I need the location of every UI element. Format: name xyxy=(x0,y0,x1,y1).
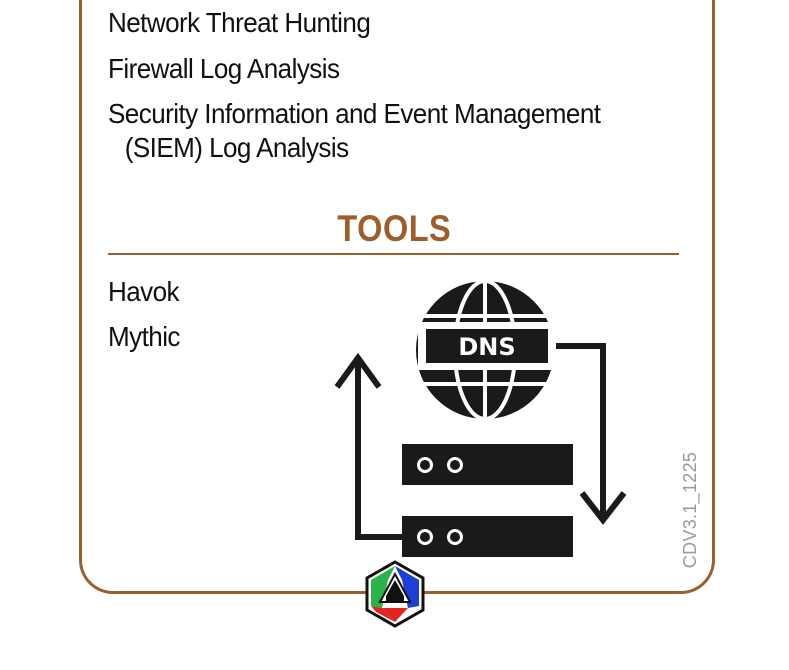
document-id: CDV3.1_1225 xyxy=(680,451,700,569)
tool-havok: Havok xyxy=(108,276,180,307)
card-frame xyxy=(79,0,715,594)
server-icon xyxy=(402,516,573,557)
globe-icon: DNS xyxy=(416,279,556,421)
skill-network-threat-hunting: Network Threat Hunting xyxy=(108,7,371,38)
server-icon xyxy=(402,444,573,485)
dns-diagram: DNS xyxy=(334,279,627,557)
skill-siem-line-1: Security Information and Event Managemen… xyxy=(108,98,601,129)
dns-label: DNS xyxy=(458,333,515,361)
arrow-down-icon xyxy=(555,343,627,525)
skill-firewall-log-analysis: Firewall Log Analysis xyxy=(108,53,340,84)
arrow-up-icon xyxy=(334,352,402,540)
tools-heading: TOOLS xyxy=(337,208,452,249)
section-divider xyxy=(108,253,679,255)
tool-mythic: Mythic xyxy=(108,321,180,352)
emblem-icon xyxy=(365,560,425,628)
skill-siem-line-2: (SIEM) Log Analysis xyxy=(124,132,349,163)
